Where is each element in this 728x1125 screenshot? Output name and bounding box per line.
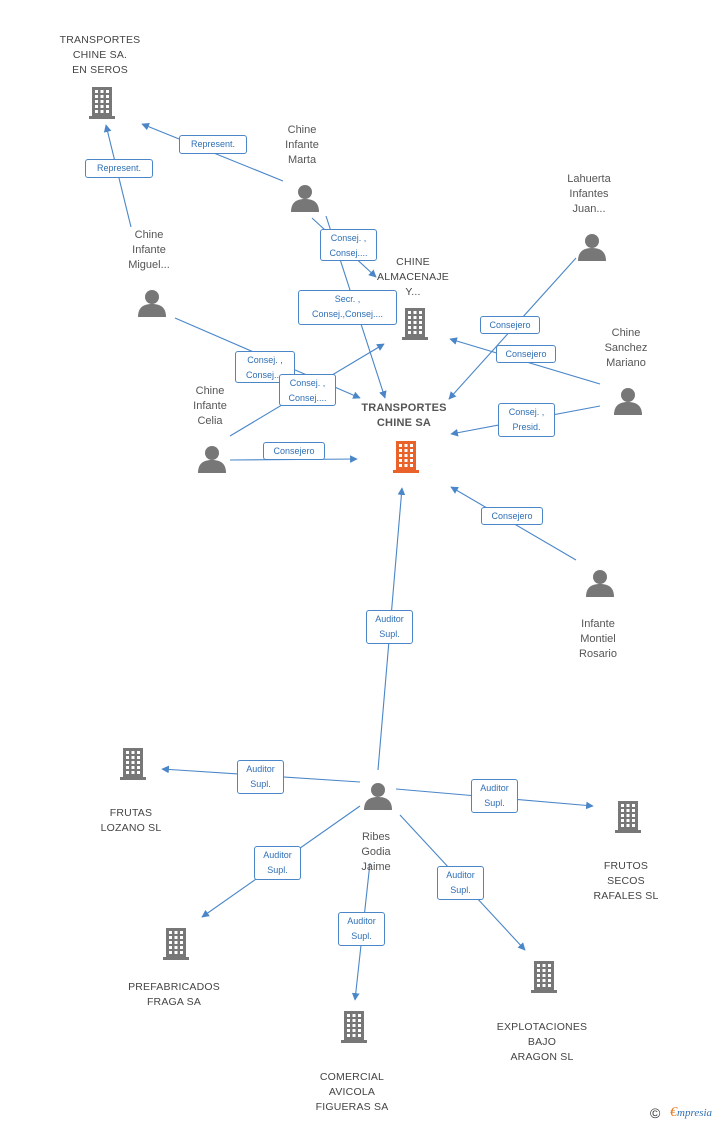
edge-label-e11[interactable]: Consejero xyxy=(481,507,543,525)
person-label-p_marta: Chine Infante Marta xyxy=(285,123,319,166)
edge-label-e17[interactable]: Auditor Supl. xyxy=(437,866,484,900)
company-label-c_enseros: TRANSPORTES CHINE SA. EN SEROS xyxy=(59,33,141,76)
person-icon-p_marta[interactable] xyxy=(290,183,320,213)
company-label-c_frutos: FRUTOS SECOS RAFALES SL xyxy=(593,860,659,902)
building-icon-c_frutas[interactable] xyxy=(118,746,148,780)
edge-label-e14[interactable]: Auditor Supl. xyxy=(471,779,518,813)
edge-label-e12[interactable]: Auditor Supl. xyxy=(366,610,413,644)
building-icon-c_almacenaje[interactable] xyxy=(400,306,430,340)
company-label-c_frutas: FRUTAS LOZANO SL xyxy=(100,807,162,834)
person-label-p_miguel: Chine Infante Miguel... xyxy=(128,228,170,271)
edge-label-e2[interactable]: Represent. xyxy=(85,159,153,178)
copyright-icon: © xyxy=(650,1105,661,1121)
edge-label-e3[interactable]: Consej. , Consej.... xyxy=(320,229,377,261)
person-label-p_sanchez: Chine Sanchez Mariano xyxy=(604,326,648,369)
company-label-c_comercial: COMERCIAL AVICOLA FIGUERAS SA xyxy=(315,1071,389,1113)
edge-label-e4[interactable]: Secr. , Consej.,Consej.... xyxy=(298,290,397,325)
edge-label-e8[interactable]: Consejero xyxy=(480,316,540,334)
edge-label-e9[interactable]: Consejero xyxy=(496,345,556,363)
edge-label-e15[interactable]: Auditor Supl. xyxy=(254,846,301,880)
edge-label-e6[interactable]: Consej. , Consej.... xyxy=(279,374,336,406)
person-label-p_ribes: Ribes Godia Jaime xyxy=(361,831,391,873)
person-icon-p_celia[interactable] xyxy=(197,444,227,474)
person-label-p_celia: Chine Infante Celia xyxy=(193,384,227,427)
brand-name: €mpresia xyxy=(670,1105,713,1120)
building-icon-c_frutos[interactable] xyxy=(613,799,643,833)
building-icon-c_enseros[interactable] xyxy=(87,85,117,119)
person-icon-p_lahuerta[interactable] xyxy=(577,232,607,262)
company-label-c_prefab: PREFABRICADOS FRAGA SA xyxy=(128,981,220,1008)
company-label-c_main: TRANSPORTES CHINE SA xyxy=(361,402,447,429)
edge-label-e16[interactable]: Auditor Supl. xyxy=(338,912,385,946)
building-icon-c_comercial[interactable] xyxy=(339,1009,369,1043)
edge-label-e7[interactable]: Consejero xyxy=(263,442,325,460)
person-icon-p_sanchez[interactable] xyxy=(613,386,643,416)
person-label-p_lahuerta: Lahuerta Infantes Juan... xyxy=(567,172,611,215)
building-icon-c_explot[interactable] xyxy=(529,959,559,993)
person-label-p_rosario: Infante Montiel Rosario xyxy=(579,618,617,660)
person-icon-p_ribes[interactable] xyxy=(363,781,393,811)
person-icon-p_miguel[interactable] xyxy=(137,288,167,318)
company-label-c_almacenaje: CHINE ALMACENAJE Y... xyxy=(376,255,450,298)
edge-label-e13[interactable]: Auditor Supl. xyxy=(237,760,284,794)
edge-label-e1[interactable]: Represent. xyxy=(179,135,247,154)
company-label-c_explot: EXPLOTACIONES BAJO ARAGON SL xyxy=(496,1021,588,1063)
building-icon-c_prefab[interactable] xyxy=(161,926,191,960)
footer-brand[interactable]: © €mpresia xyxy=(650,1103,728,1123)
edge-label-e10[interactable]: Consej. , Presid. xyxy=(498,403,555,437)
person-icon-p_rosario[interactable] xyxy=(585,568,615,598)
building-icon-c_main[interactable] xyxy=(391,439,421,473)
